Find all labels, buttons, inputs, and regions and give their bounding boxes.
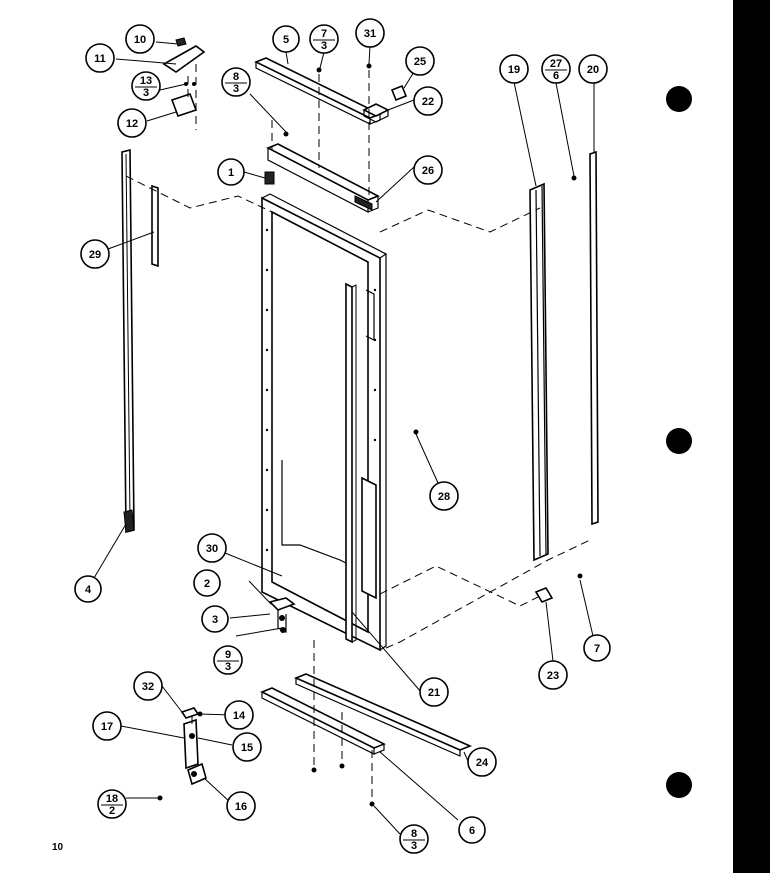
svg-text:21: 21	[428, 687, 440, 699]
top-cap-bracket	[266, 143, 380, 213]
svg-text:3: 3	[143, 87, 149, 99]
callout-11: 11	[85, 43, 115, 73]
callout-16: 16	[226, 791, 256, 821]
callout-31: 31	[355, 18, 385, 48]
callout-18-over-2: 18 2	[97, 789, 127, 819]
svg-text:6: 6	[553, 70, 559, 82]
part-23-hinge	[534, 573, 583, 603]
callout-26: 26	[413, 155, 443, 185]
svg-text:2: 2	[204, 578, 210, 590]
svg-text:16: 16	[235, 801, 247, 813]
svg-text:23: 23	[547, 670, 559, 682]
callout-29: 29	[80, 239, 110, 269]
assembly-lines	[125, 64, 591, 800]
punch-hole-top	[666, 86, 692, 112]
svg-text:15: 15	[241, 742, 253, 754]
callout-17: 17	[92, 711, 122, 741]
svg-text:2: 2	[109, 805, 115, 817]
callout-9-over-3: 9 3	[213, 645, 243, 675]
part-2-3-lower-hinge	[268, 597, 296, 633]
svg-text:3: 3	[212, 614, 218, 626]
punch-hole-middle	[666, 428, 692, 454]
callout-24: 24	[467, 747, 497, 777]
callout-23: 23	[538, 660, 568, 690]
svg-text:3: 3	[233, 83, 239, 95]
svg-text:24: 24	[476, 757, 489, 769]
top-hinge-assembly	[162, 37, 206, 118]
part-29-strip	[151, 184, 159, 268]
callout-2: 2	[193, 569, 221, 597]
svg-text:7: 7	[594, 643, 600, 655]
svg-text:10: 10	[134, 34, 146, 46]
svg-text:14: 14	[233, 710, 246, 722]
svg-text:18: 18	[106, 793, 118, 805]
callout-19: 19	[499, 54, 529, 84]
callout-6: 6	[458, 816, 486, 844]
punch-hole-bottom	[666, 772, 692, 798]
svg-text:5: 5	[283, 34, 289, 46]
svg-text:26: 26	[422, 165, 434, 177]
callout-27-over-6: 27 6	[541, 54, 571, 84]
callout-4: 4	[74, 575, 102, 603]
svg-text:19: 19	[508, 64, 520, 76]
svg-text:9: 9	[225, 649, 231, 661]
svg-text:12: 12	[126, 118, 138, 130]
part-1-block	[264, 171, 275, 185]
callout-20: 20	[578, 54, 608, 84]
svg-text:28: 28	[438, 491, 450, 503]
callout-21: 21	[419, 677, 449, 707]
callout-10: 10	[125, 24, 155, 54]
part-24-bottom-trim	[293, 673, 473, 757]
leader-lines	[93, 41, 595, 835]
svg-text:31: 31	[364, 28, 376, 40]
svg-text:29: 29	[89, 249, 101, 261]
bottom-hinge-assembly	[180, 707, 207, 786]
callout-14: 14	[224, 700, 254, 730]
svg-text:22: 22	[422, 96, 434, 108]
callout-7-over-3: 7 3	[309, 24, 339, 54]
svg-text:6: 6	[469, 825, 475, 837]
part-19-handle	[529, 182, 549, 562]
svg-text:8: 8	[411, 828, 417, 840]
svg-text:8: 8	[233, 71, 239, 83]
svg-text:20: 20	[587, 64, 599, 76]
callout-30: 30	[197, 533, 227, 563]
callout-12: 12	[117, 108, 147, 138]
binding-strip	[733, 0, 770, 873]
callout-5: 5	[272, 25, 300, 53]
svg-text:3: 3	[225, 661, 231, 673]
svg-text:3: 3	[411, 840, 417, 852]
callout-8-over-3-bottom: 8 3	[399, 824, 429, 854]
callout-13-over-3: 13 3	[131, 71, 161, 101]
part-21-vertical-bar	[345, 282, 377, 644]
callout-1: 1	[217, 158, 245, 186]
callout-15: 15	[232, 732, 262, 762]
callout-7: 7	[583, 634, 611, 662]
svg-text:30: 30	[206, 543, 218, 555]
svg-text:4: 4	[85, 584, 92, 596]
page-number: 10	[52, 842, 64, 853]
part-22-bracket	[362, 84, 408, 123]
svg-text:17: 17	[101, 721, 113, 733]
svg-text:7: 7	[321, 28, 327, 40]
svg-text:13: 13	[140, 75, 152, 87]
svg-text:25: 25	[414, 56, 426, 68]
part-4-left-gasket	[121, 148, 135, 534]
callout-25: 25	[405, 46, 435, 76]
svg-text:11: 11	[94, 53, 106, 65]
svg-text:27: 27	[550, 58, 562, 70]
svg-text:3: 3	[321, 40, 327, 52]
callout-8-over-3-top: 8 3	[221, 67, 251, 97]
svg-text:32: 32	[142, 681, 154, 693]
callout-32: 32	[133, 671, 163, 701]
callout-22: 22	[413, 86, 443, 116]
svg-text:1: 1	[228, 167, 234, 179]
callout-3: 3	[201, 605, 229, 633]
part-20-gasket	[589, 150, 599, 526]
callout-28: 28	[429, 481, 459, 511]
part-6-bottom-trim	[260, 687, 386, 755]
